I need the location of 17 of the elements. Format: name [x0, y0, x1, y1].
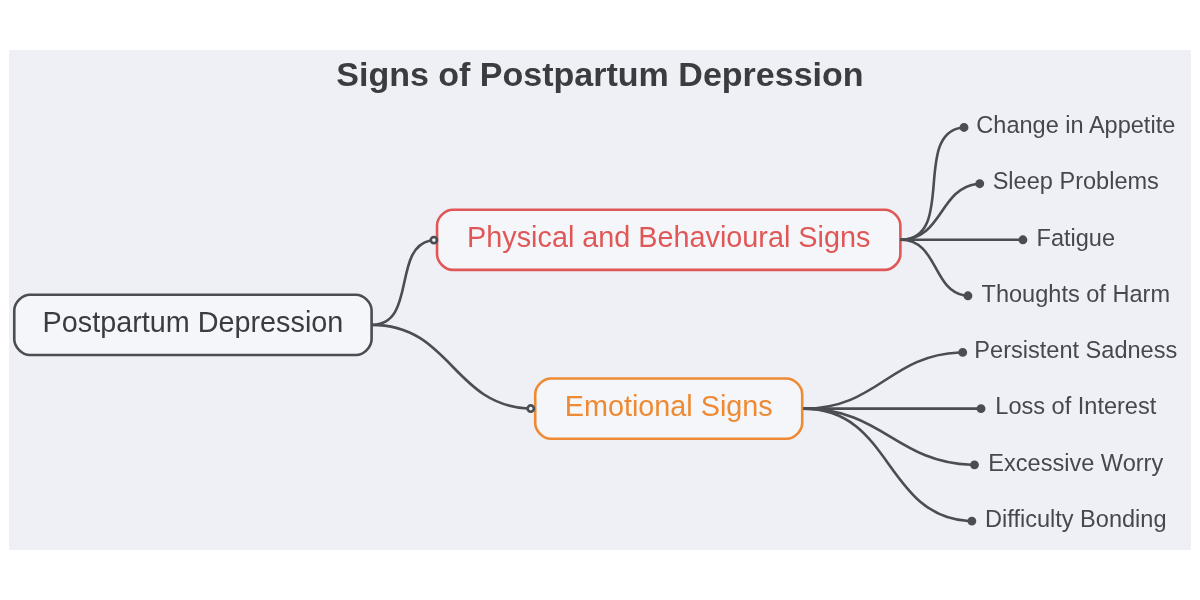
- node-text: Persistent Sadness: [974, 337, 1178, 364]
- connector: [371, 323, 536, 413]
- node-text: Excessive Worry: [988, 449, 1164, 476]
- node-text: Change in Appetite: [976, 111, 1176, 138]
- node-text: Thoughts of Harm: [981, 280, 1171, 307]
- node-text: Difficulty Bonding: [985, 505, 1167, 532]
- diagram-title: Signs of Postpartum Depression: [336, 55, 864, 94]
- connector: [900, 238, 973, 301]
- node-box: Postpartum Depression: [12, 293, 373, 357]
- connector: [803, 407, 977, 526]
- connector: [900, 235, 1028, 245]
- node-box: Physical and Behavioural Signs: [435, 208, 902, 272]
- node-text: Fatigue: [1036, 224, 1116, 251]
- connector: [371, 235, 439, 327]
- node-box: Emotional Signs: [533, 377, 804, 441]
- node-text: Loss of Interest: [995, 393, 1157, 420]
- node-text: Sleep Problems: [992, 168, 1159, 195]
